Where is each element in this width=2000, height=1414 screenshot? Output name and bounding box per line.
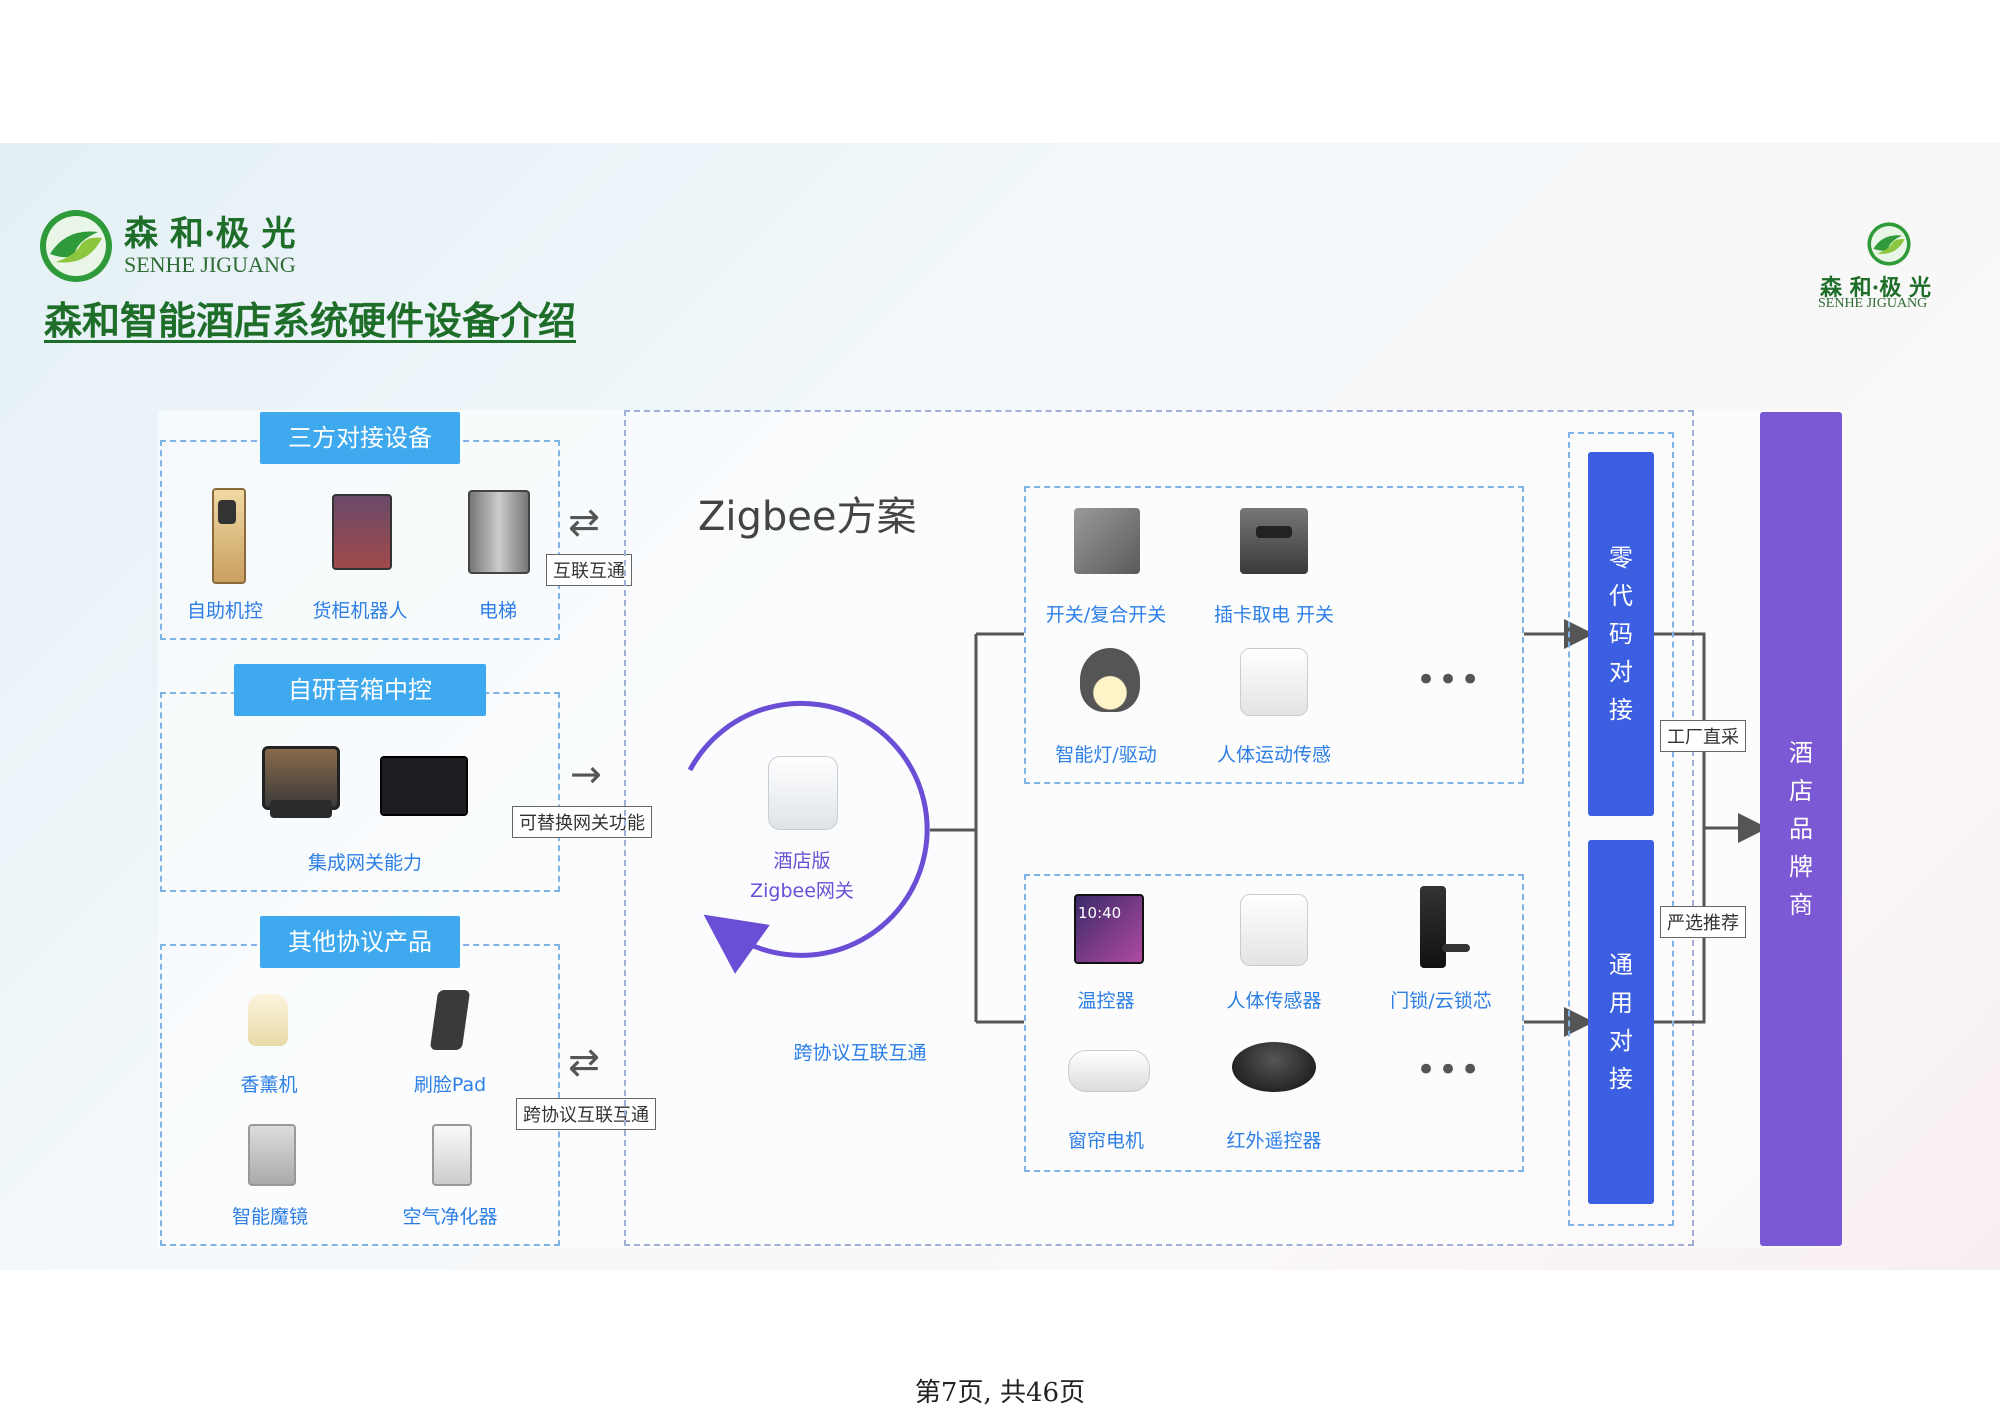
group-third-party-title: 三方对接设备 bbox=[260, 412, 460, 464]
aroma-diffuser-icon bbox=[248, 994, 288, 1046]
label-curtain-motor: 窗帘电机 bbox=[1067, 1130, 1144, 1152]
swap-arrow-icon-2: ⇄ bbox=[568, 1040, 600, 1084]
cycle-arc bbox=[687, 700, 930, 974]
motion-sensor-icon bbox=[1240, 648, 1308, 716]
smart-display-base-icon bbox=[270, 800, 332, 818]
brand-char: 店 bbox=[1789, 777, 1813, 805]
zero-code-char: 代 bbox=[1609, 582, 1633, 610]
link-replace-gateway: 可替换网关功能 bbox=[512, 806, 652, 838]
zero-code-char: 对 bbox=[1609, 658, 1633, 686]
gateway-label-2: Zigbee网关 bbox=[750, 880, 854, 902]
door-lock-icon bbox=[1420, 886, 1446, 968]
zero-code-char: 码 bbox=[1609, 620, 1633, 648]
air-purifier-icon bbox=[432, 1124, 472, 1186]
door-lock-handle-icon bbox=[1442, 944, 1470, 952]
brand-char: 商 bbox=[1789, 891, 1813, 919]
general-char: 通 bbox=[1609, 951, 1633, 979]
label-face-pad: 刷脸Pad bbox=[413, 1074, 487, 1096]
zero-code-char: 接 bbox=[1609, 696, 1633, 724]
logo-right-cn: 森 和·极 光 bbox=[1820, 275, 1931, 301]
select-recommend-label: 严选推荐 bbox=[1660, 906, 1746, 938]
control-panel-icon bbox=[380, 756, 468, 816]
hotel-brand-bar: 酒 店 品 牌 商 bbox=[1760, 412, 1842, 1246]
label-card-switch: 插卡取电 开关 bbox=[1213, 604, 1335, 626]
ir-remote-icon bbox=[1232, 1042, 1316, 1092]
label-switch: 开关/复合开关 bbox=[1045, 604, 1167, 626]
zigbee-gateway-icon bbox=[768, 756, 838, 830]
brand-char: 酒 bbox=[1789, 739, 1813, 767]
zero-code-char: 零 bbox=[1609, 544, 1633, 572]
swap-arrow-icon-1: ⇄ bbox=[568, 500, 600, 544]
factory-direct-label: 工厂直采 bbox=[1660, 720, 1746, 752]
label-air-purifier: 空气净化器 bbox=[402, 1206, 498, 1228]
logo-left: 森 和·极 光 SENHE JIGUANG bbox=[36, 206, 336, 286]
logo-cn-text: 森 和·极 光 bbox=[124, 214, 296, 254]
general-char: 接 bbox=[1609, 1065, 1633, 1093]
label-aroma: 香薰机 bbox=[240, 1074, 298, 1096]
body-sensor-icon bbox=[1240, 894, 1308, 966]
logo-right: 森 和·极 光 SENHE JIGUANG bbox=[1814, 220, 1964, 311]
label-thermostat: 温控器 bbox=[1077, 990, 1135, 1012]
logo-en-text: SENHE JIGUANG bbox=[124, 252, 296, 277]
label-smart-light: 智能灯/驱动 bbox=[1055, 744, 1157, 766]
brand-char: 牌 bbox=[1789, 853, 1813, 881]
more-devices-top-icon: ••• bbox=[1416, 660, 1483, 700]
logo-swirl-icon bbox=[40, 210, 112, 282]
general-char: 对 bbox=[1609, 1027, 1633, 1055]
general-integration-bar: 通 用 对 接 bbox=[1588, 840, 1654, 1204]
wall-switch-icon bbox=[1074, 508, 1140, 574]
diagram-panel bbox=[158, 410, 1842, 1248]
curtain-motor-icon bbox=[1068, 1050, 1150, 1092]
label-ir-remote: 红外遥控器 bbox=[1226, 1130, 1322, 1152]
link-interconnect: 互联互通 bbox=[546, 554, 632, 586]
cabinet-robot-icon bbox=[332, 494, 392, 570]
logo-swirl-icon-small bbox=[1867, 222, 1911, 266]
group-speaker-title: 自研音箱中控 bbox=[234, 664, 486, 716]
label-cabinet-robot: 货柜机器人 bbox=[312, 600, 408, 622]
zero-code-bar: 零 代 码 对 接 bbox=[1588, 452, 1654, 816]
label-body-sensor: 人体传感器 bbox=[1226, 990, 1322, 1012]
cross-protocol-label: 跨协议互联互通 bbox=[793, 1042, 927, 1064]
smart-mirror-icon bbox=[248, 1124, 296, 1186]
group-other-title: 其他协议产品 bbox=[260, 916, 460, 968]
thermostat-time: 10:40 bbox=[1078, 904, 1122, 922]
integration-frame bbox=[1568, 432, 1674, 1226]
zigbee-title: Zigbee方案 bbox=[698, 494, 917, 540]
label-door-lock: 门锁/云锁芯 bbox=[1390, 990, 1492, 1012]
page-title: 森和智能酒店系统硬件设备介绍 bbox=[44, 299, 577, 343]
label-mirror: 智能魔镜 bbox=[231, 1206, 308, 1228]
zigbee-area bbox=[624, 410, 1694, 1246]
device-group-top bbox=[1024, 486, 1524, 784]
arrow-right-icon: → bbox=[570, 752, 602, 796]
label-motion-sensor: 人体运动传感 bbox=[1216, 744, 1331, 766]
device-group-bottom bbox=[1024, 874, 1524, 1172]
label-gateway-capability: 集成网关能力 bbox=[307, 852, 422, 874]
elevator-icon bbox=[468, 490, 530, 574]
kiosk-screen-icon bbox=[218, 500, 236, 524]
card-power-switch-icon bbox=[1240, 508, 1308, 574]
card-slot-icon bbox=[1256, 526, 1292, 538]
more-devices-bottom-icon: ••• bbox=[1416, 1050, 1483, 1090]
label-self-service: 自助机控 bbox=[186, 600, 263, 622]
brand-char: 品 bbox=[1789, 815, 1813, 843]
logo-right-en: SENHE JIGUANG bbox=[1818, 296, 1928, 311]
branch-connector bbox=[930, 632, 1024, 1024]
link-cross-protocol: 跨协议互联互通 bbox=[516, 1098, 656, 1130]
thermostat-icon bbox=[1074, 894, 1144, 964]
general-char: 用 bbox=[1609, 989, 1633, 1017]
page-number: 第7页, 共46页 bbox=[914, 1378, 1086, 1408]
downlight-icon bbox=[1080, 648, 1140, 712]
label-elevator: 电梯 bbox=[478, 600, 517, 622]
gateway-label-1: 酒店版 bbox=[773, 850, 831, 872]
